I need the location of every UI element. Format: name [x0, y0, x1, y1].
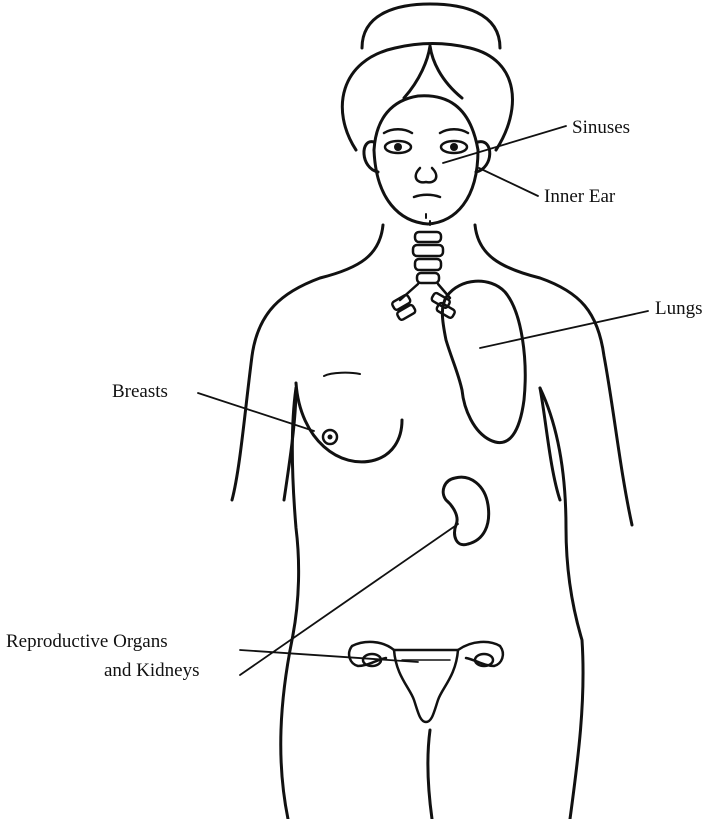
inner-ear-leader [479, 168, 538, 196]
label-sinuses: Sinuses [572, 117, 630, 139]
leader-lines [198, 126, 648, 675]
hair-part [404, 46, 462, 98]
label-reproductive-line1: Reproductive Organs [6, 631, 168, 653]
legs-divide [428, 730, 432, 819]
mouth [414, 195, 440, 197]
hair-bun [362, 4, 500, 48]
label-breasts: Breasts [112, 381, 168, 403]
lung [442, 281, 525, 442]
label-reproductive-line2: and Kidneys [104, 660, 200, 682]
eyebrows [384, 129, 468, 133]
body-right [475, 225, 632, 819]
breast [296, 383, 402, 462]
breast-fold [324, 373, 360, 376]
lungs-leader [480, 311, 648, 348]
label-inner-ear: Inner Ear [544, 186, 615, 208]
trachea [391, 232, 456, 321]
kidney [443, 477, 488, 545]
uterus [349, 642, 503, 722]
nose [416, 168, 437, 182]
body-left [232, 225, 383, 819]
face-outline [374, 150, 478, 224]
label-lungs: Lungs [655, 298, 703, 320]
